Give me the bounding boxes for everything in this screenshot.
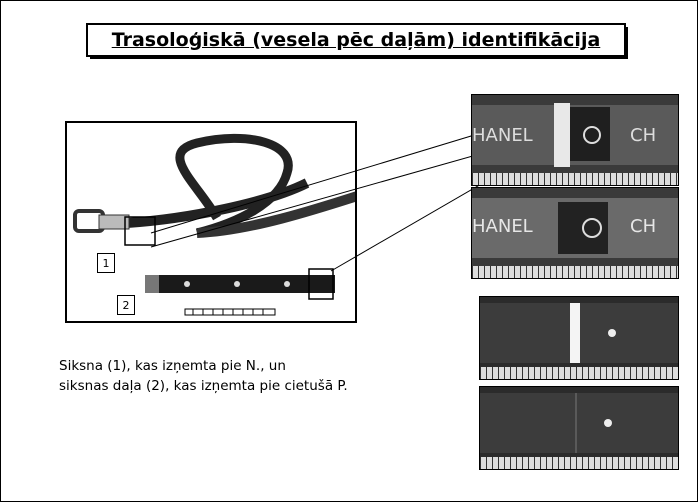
brand-text-left-2: HANEL [472,216,533,237]
closeup-illustration-2: HANEL CH [472,188,678,278]
strap-illustration-3 [480,297,678,379]
strap-illustration-4 [480,387,678,469]
closeup-illustration-1: HANEL CH [472,95,678,185]
photo-ruler-2 [472,266,678,278]
strap-photo-4 [479,386,679,470]
closeup-photo-2: HANEL CH [471,187,679,279]
evidence-photo-frame: 1 2 [65,121,399,323]
brand-text-right: CH [630,125,656,146]
slide-title: Trasoloģiskā (vesela pēc daļām) identifi… [86,23,626,57]
strap-photo-3 [479,296,679,380]
closeup-photo-1: HANEL CH [471,94,679,186]
photo-ruler-3 [480,367,678,379]
brand-text-left: HANEL [472,125,533,146]
photo-ruler-4 [480,457,678,469]
label-belt-2: 2 [117,295,135,315]
caption: Siksna (1), kas izņemta pie N., un siksn… [59,356,419,396]
label-belt-1: 1 [97,253,115,273]
brand-text-right-2: CH [630,216,656,237]
title-box: Trasoloģiskā (vesela pēc daļām) identifi… [86,23,628,59]
caption-line-1: Siksna (1), kas izņemta pie N., un [59,358,286,374]
caption-line-2: siksnas daļa (2), kas izņemta pie cietuš… [59,378,348,394]
photo-ruler-1 [472,173,678,185]
